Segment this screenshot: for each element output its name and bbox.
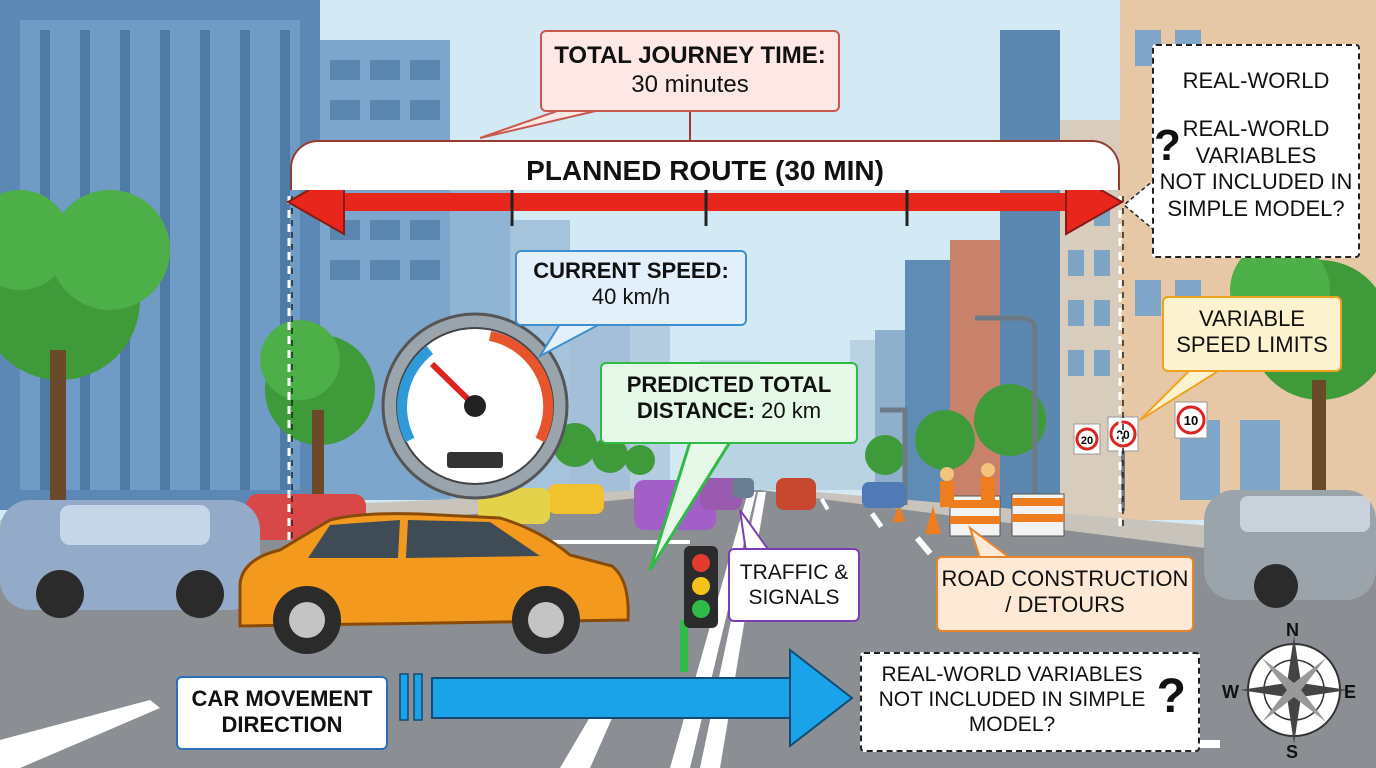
realworld-bottom-line1: REAL-WORLD VARIABLES	[881, 663, 1143, 686]
traffic-signals-callout: TRAFFIC & SIGNALS	[728, 548, 860, 622]
current-speed-value: 40 km/h	[591, 284, 671, 310]
current-speed-title: CURRENT SPEED:	[533, 258, 729, 283]
realworld-variables-callout-bottom: REAL-WORLD VARIABLES NOT INCLUDED IN SIM…	[860, 652, 1200, 752]
main-orange-car	[238, 512, 630, 654]
realworld-top-line4: SIMPLE MODEL?	[1167, 195, 1345, 221]
speed-signs: 20 20 10	[1073, 401, 1208, 511]
direction-arrow	[399, 647, 854, 749]
current-speed-callout: CURRENT SPEED: 40 km/h	[515, 250, 747, 326]
street-light	[880, 315, 1038, 510]
compass-north-label: N	[1286, 620, 1299, 640]
traffic-line1: TRAFFIC &	[739, 561, 849, 584]
speed-sign-3: 10	[1184, 413, 1198, 428]
variable-speed-line2: SPEED LIMITS	[1176, 332, 1328, 358]
car-direction-line2: DIRECTION	[221, 712, 343, 738]
realworld-top-title: REAL-WORLD	[1182, 68, 1330, 93]
variable-speed-line1: VARIABLE	[1199, 306, 1305, 331]
trees	[0, 190, 1376, 510]
construction-line2: / DETOURS	[1005, 592, 1125, 618]
car-direction-line1: CAR MOVEMENT	[191, 686, 373, 711]
compass-south-label: S	[1286, 742, 1299, 762]
realworld-top-line1: REAL-WORLD	[1182, 116, 1330, 142]
total-journey-time-callout: TOTAL JOURNEY TIME: 30 minutes	[540, 30, 840, 112]
realworld-variables-callout-top: REAL-WORLD ? REAL-WORLD VARIABLES NOT IN…	[1152, 44, 1360, 258]
realworld-top-line2: VARIABLES	[1195, 142, 1317, 168]
traffic-line2: SIGNALS	[748, 586, 840, 610]
background-cars	[0, 478, 1376, 618]
predicted-distance-title2: DISTANCE:	[636, 398, 756, 424]
compass-west-label: W	[1222, 682, 1239, 702]
realworld-top-line3: NOT INCLUDED IN	[1159, 169, 1353, 195]
traffic-light-icon	[680, 546, 718, 672]
predicted-distance-callout: PREDICTED TOTAL DISTANCE: 20 km	[600, 362, 858, 444]
predicted-distance-title: PREDICTED TOTAL	[626, 372, 832, 397]
compass-icon	[1240, 636, 1348, 744]
car-direction-callout: CAR MOVEMENT DIRECTION	[176, 676, 388, 750]
realworld-bottom-line3: MODEL?	[968, 713, 1056, 737]
question-mark-icon: ?	[1154, 121, 1181, 170]
compass-east-label: E	[1344, 682, 1357, 702]
predicted-distance-value: 20 km	[761, 398, 822, 424]
planned-route-label: PLANNED ROUTE (30 MIN)	[290, 140, 1120, 190]
question-mark-icon: ?	[1156, 670, 1186, 723]
construction-line1: ROAD CONSTRUCTION	[941, 566, 1189, 591]
route-guides	[287, 196, 1122, 540]
speed-sign-1: 20	[1081, 435, 1093, 447]
realworld-bottom-line2: NOT INCLUDED IN SIMPLE	[878, 688, 1146, 712]
total-time-title: TOTAL JOURNEY TIME:	[554, 42, 826, 69]
total-time-value: 30 minutes	[631, 70, 749, 98]
construction-zone	[893, 463, 1065, 537]
road-construction-callout: ROAD CONSTRUCTION / DETOURS	[936, 556, 1194, 632]
speedometer-icon	[381, 312, 569, 500]
variable-speed-callout: VARIABLE SPEED LIMITS	[1162, 296, 1342, 372]
